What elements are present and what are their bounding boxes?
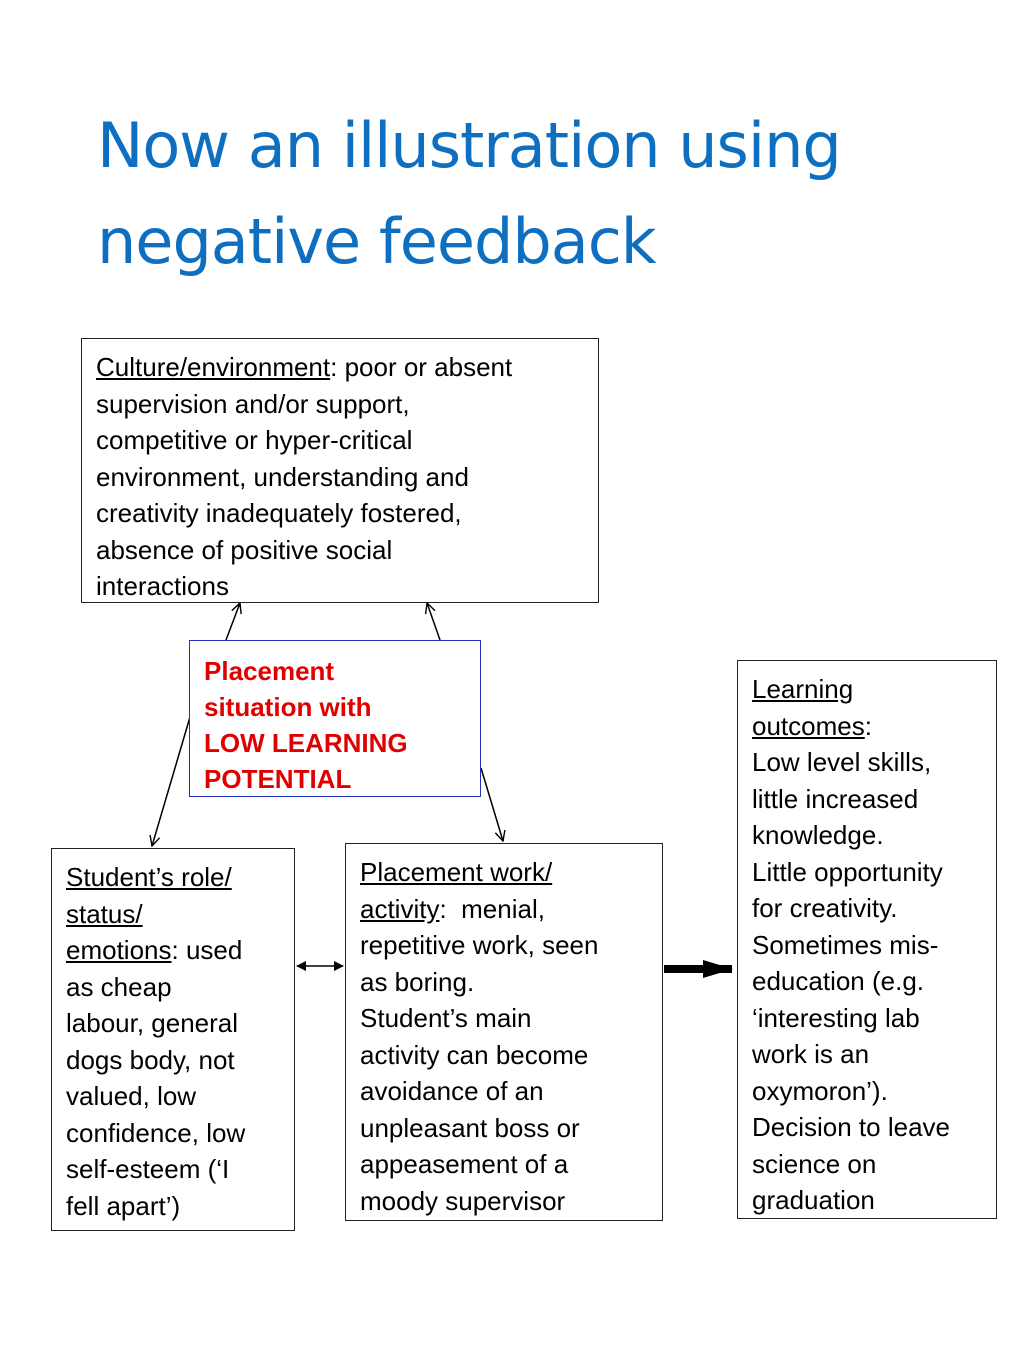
- work-text-line: : menial,: [439, 893, 545, 924]
- outcomes-text-line: :: [864, 710, 872, 741]
- placement-text-line: situation with: [204, 692, 372, 722]
- outcomes-heading-line: Learning: [752, 674, 854, 704]
- outcomes-text-line: Little opportunity: [752, 856, 943, 887]
- culture-text-line: absence of positive social: [96, 534, 393, 565]
- work-text-line: appeasement of a: [360, 1149, 569, 1179]
- outcomes-text-line: Decision to leave: [752, 1112, 950, 1142]
- culture-text-line: interactions: [96, 571, 229, 601]
- culture-environment-box: Culture/environment: poor or absent supe…: [81, 338, 599, 603]
- student-role-box: Student’s role/ status/ emotions: used a…: [51, 848, 295, 1231]
- slide-title: Now an illustration using negative feedb…: [97, 98, 997, 290]
- title-line-2: negative feedback: [97, 205, 657, 278]
- outcomes-text-line: graduation: [752, 1185, 875, 1215]
- student-heading-line: status/: [66, 898, 143, 929]
- work-text-line: Student’s main: [360, 1003, 532, 1033]
- arrow-placement-to-student: [152, 716, 191, 846]
- culture-text-line: creativity inadequately fostered,: [96, 498, 462, 528]
- outcomes-text-line: Sometimes mis-: [752, 929, 939, 960]
- outcomes-heading-line: outcomes: [752, 710, 865, 741]
- placement-text-line: POTENTIAL: [204, 764, 352, 794]
- student-text-line: self-esteem (‘I: [66, 1154, 230, 1184]
- work-text-line: activity can become: [360, 1039, 589, 1070]
- student-text-line: as cheap: [66, 971, 172, 1002]
- title-line-1: Now an illustration using: [97, 109, 842, 182]
- placement-text-line: Placement: [204, 656, 335, 686]
- work-text-line: moody supervisor: [360, 1185, 566, 1216]
- culture-text-line: environment, understanding and: [96, 461, 469, 492]
- outcomes-text-line: little increased: [752, 783, 919, 814]
- outcomes-text-line: Low level skills,: [752, 747, 932, 777]
- work-heading-line: activity: [360, 893, 440, 924]
- outcomes-text-line: science on: [752, 1148, 877, 1179]
- placement-work-box: Placement work/ activity: menial, repeti…: [345, 843, 663, 1221]
- outcomes-text-line: work is an: [752, 1039, 870, 1069]
- learning-outcomes-box: Learning outcomes: Low level skills, lit…: [737, 660, 997, 1219]
- culture-heading: Culture/environment: [96, 352, 331, 382]
- outcomes-text-line: for creativity.: [752, 893, 898, 923]
- student-text-line: : used: [171, 935, 243, 965]
- culture-text-line: supervision and/or support,: [96, 388, 410, 419]
- student-text-line: confidence, low: [66, 1117, 246, 1148]
- student-text-line: labour, general: [66, 1008, 239, 1038]
- student-heading-line: emotions: [66, 935, 172, 965]
- student-text-line: dogs body, not: [66, 1044, 235, 1075]
- outcomes-text-line: knowledge.: [752, 820, 884, 850]
- work-text-line: unpleasant boss or: [360, 1112, 580, 1143]
- work-text-line: avoidance of an: [360, 1076, 544, 1106]
- outcomes-text-line: education (e.g.: [752, 966, 925, 996]
- work-text-line: repetitive work, seen: [360, 930, 599, 960]
- arrow-culture-to-placement-right: [427, 603, 441, 641]
- student-heading-line: Student’s role/: [66, 862, 232, 892]
- arrow-placement-to-work: [480, 767, 503, 841]
- work-text-line: as boring.: [360, 966, 475, 997]
- work-heading-line: Placement work/: [360, 857, 553, 887]
- student-text-line: valued, low: [66, 1081, 197, 1111]
- outcomes-text-line: ‘interesting lab: [752, 1002, 920, 1033]
- placement-situation-box: Placement situation with LOW LEARNING PO…: [189, 640, 481, 797]
- culture-text-line: competitive or hyper-critical: [96, 425, 413, 455]
- arrow-placement-to-culture-left: [225, 603, 240, 641]
- placement-text-line: LOW LEARNING: [204, 728, 408, 758]
- outcomes-text-line: oxymoron’).: [752, 1075, 888, 1106]
- student-text-line: fell apart’): [66, 1190, 181, 1221]
- culture-text-line: : poor or absent: [330, 352, 513, 382]
